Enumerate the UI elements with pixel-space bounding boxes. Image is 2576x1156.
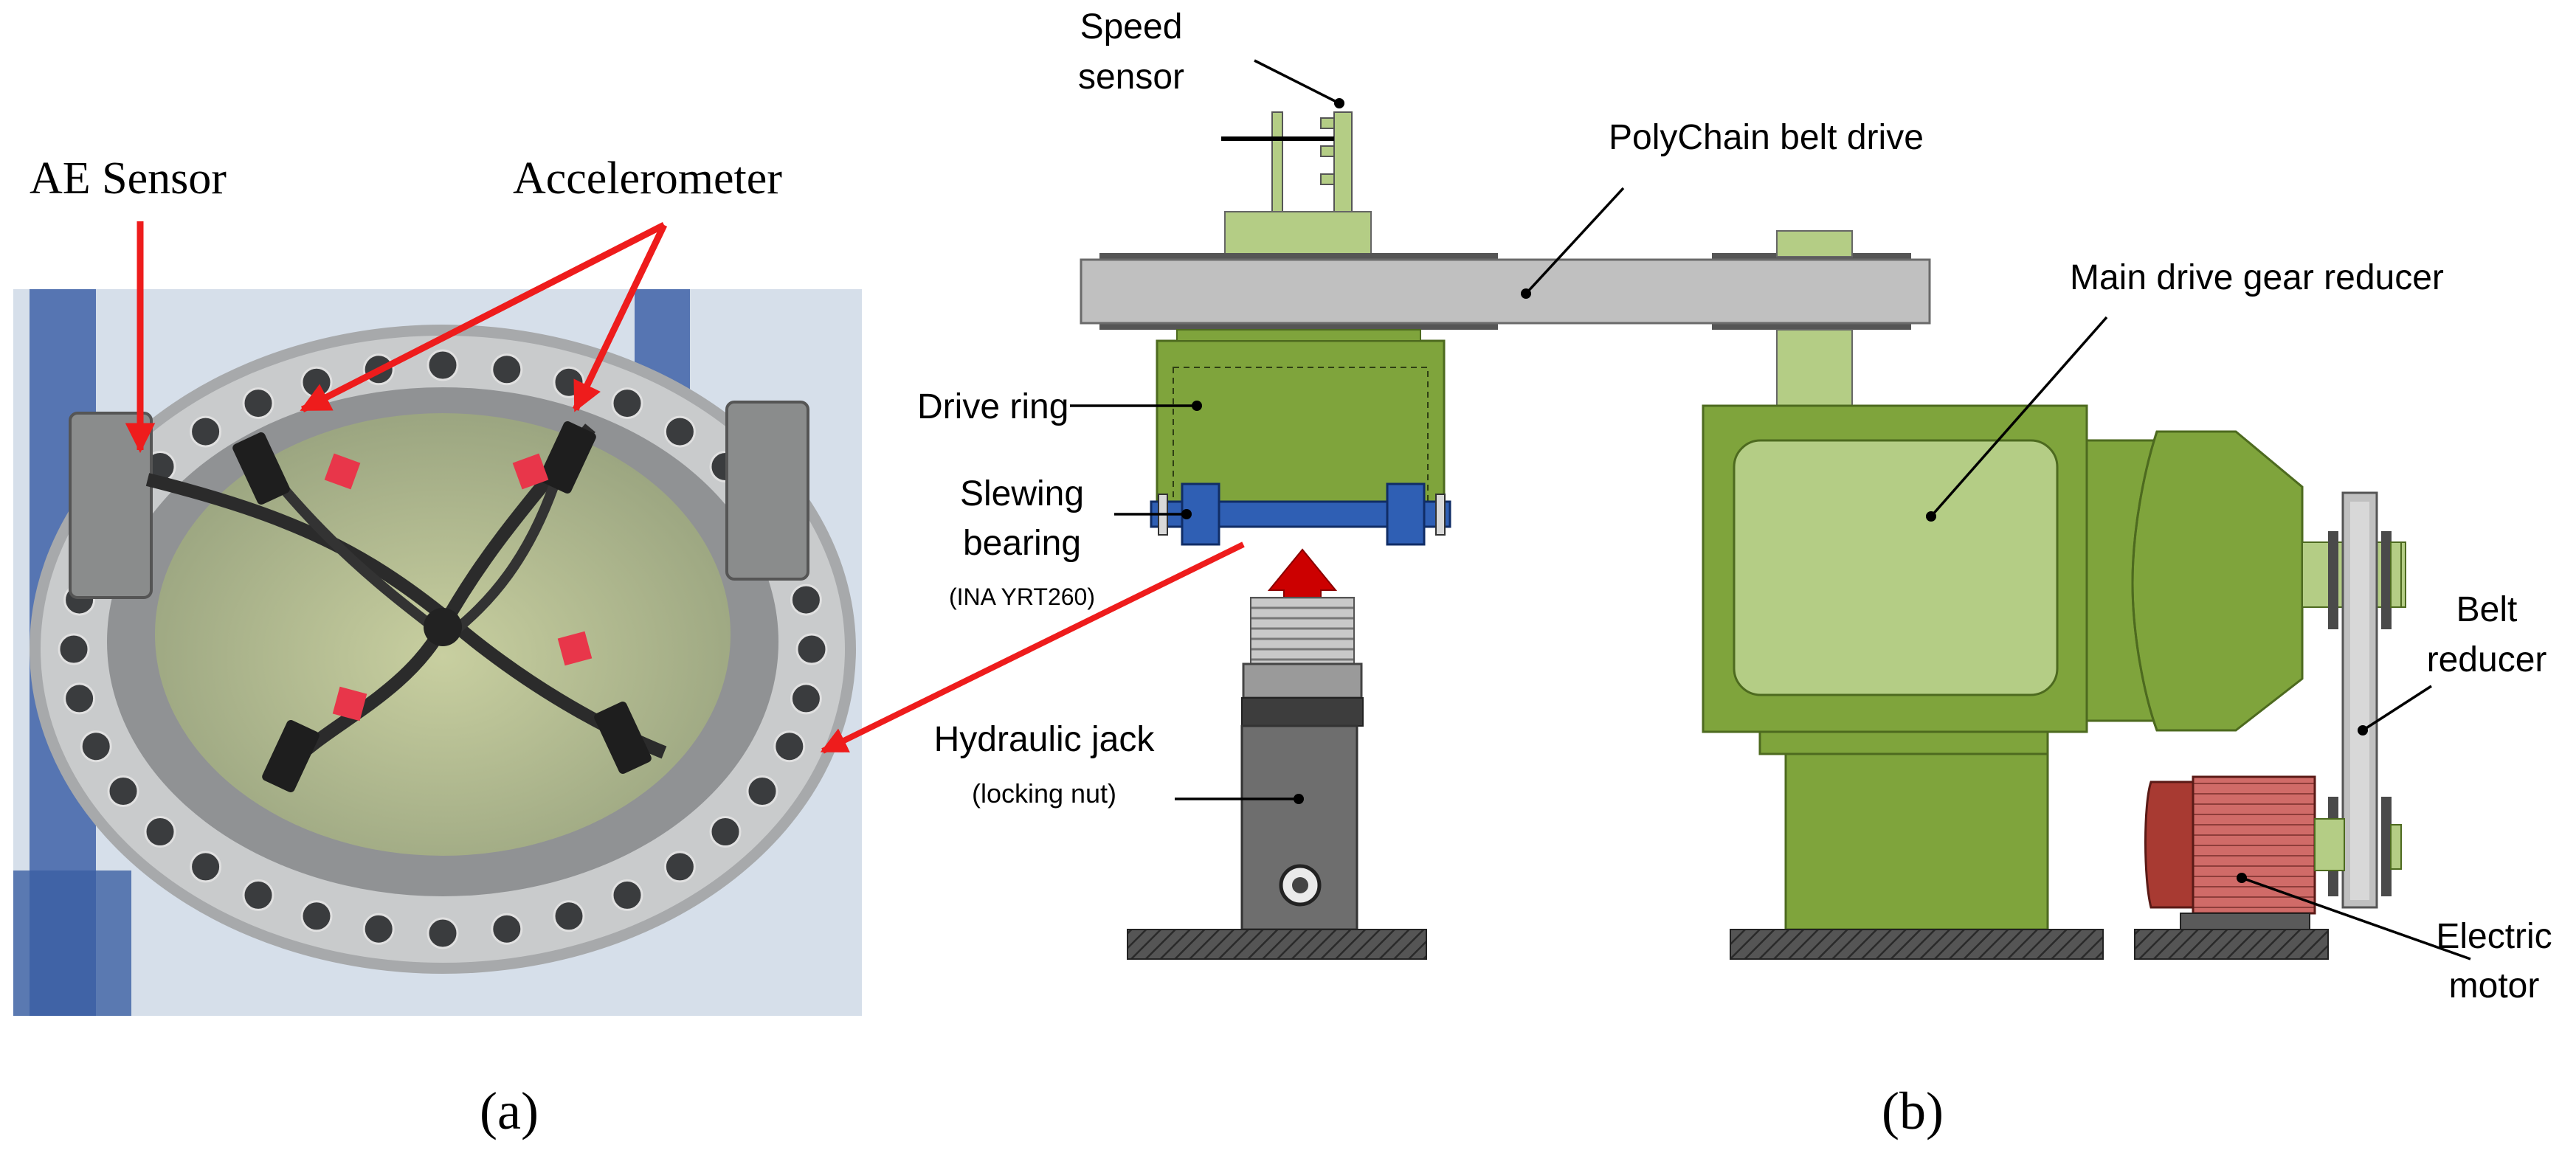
left-pulley-cap-bottom bbox=[1099, 322, 1498, 330]
panel-b: Speed sensor PolyChain belt drive Main d… bbox=[917, 7, 2552, 1141]
accelerometer-arrow-left bbox=[300, 221, 666, 413]
locking-nut-label: (locking nut) bbox=[972, 778, 1116, 809]
bolt-hole bbox=[663, 415, 696, 448]
slewing-model-label: (INA YRT260) bbox=[949, 584, 1095, 610]
belt-reducer-label-line1: Belt bbox=[2456, 590, 2518, 629]
bolt-hole bbox=[790, 584, 822, 616]
bolt-hole bbox=[553, 900, 585, 932]
bolt-hole bbox=[773, 730, 806, 763]
bolt-hole bbox=[491, 913, 523, 945]
speed-sensor bbox=[1221, 111, 1353, 212]
hydraulic-jack-label: Hydraulic jack bbox=[934, 720, 1156, 759]
accelerometer-arrow-right bbox=[572, 224, 668, 412]
bolt-hole bbox=[80, 730, 112, 763]
main-drive-gear-reducer bbox=[1702, 404, 2406, 931]
bolt-hole bbox=[553, 366, 585, 398]
right-pulley-cap-bottom bbox=[1712, 322, 1911, 330]
bolt-hole bbox=[427, 917, 459, 949]
hydraulic-jack bbox=[1240, 597, 1364, 931]
electric-motor-label-line1: Electric bbox=[2436, 917, 2552, 956]
bolt-hole bbox=[746, 775, 778, 807]
bolt-hole bbox=[795, 633, 828, 665]
ae-sensor-label: AE Sensor bbox=[30, 153, 227, 204]
bolt-hole bbox=[242, 387, 274, 420]
bolt-hole bbox=[190, 415, 222, 448]
electric-motor-label-line2: motor bbox=[2449, 966, 2540, 1006]
bolt-hole bbox=[362, 913, 395, 945]
speed-sensor-label-line1: Speed bbox=[1080, 7, 1183, 46]
right-shaft-bottom bbox=[1776, 329, 1853, 407]
bolt-hole bbox=[300, 900, 333, 932]
drive-ring-label: Drive ring bbox=[917, 387, 1068, 426]
belt-reducer-label-line2: reducer bbox=[2427, 640, 2547, 679]
speed-sensor-label-line2: sensor bbox=[1078, 58, 1184, 97]
bolt-hole bbox=[300, 366, 333, 398]
bolt-hole bbox=[190, 851, 222, 883]
upper-hub bbox=[1224, 211, 1372, 257]
panel-a: AE Sensor Accelerometer (a) bbox=[13, 153, 1245, 1141]
polychain-belt bbox=[1080, 258, 1931, 325]
bolt-hole bbox=[491, 353, 523, 386]
gearbox-base bbox=[1730, 929, 2104, 960]
bolt-hole bbox=[611, 387, 643, 420]
bearing-link-arrow bbox=[820, 541, 1245, 754]
accelerometer-label: Accelerometer bbox=[513, 153, 782, 204]
bolt-hole bbox=[790, 682, 822, 715]
bolt-hole bbox=[242, 879, 274, 911]
bolt-hole bbox=[63, 682, 96, 715]
panel-a-caption: (a) bbox=[480, 1081, 539, 1141]
main-drive-label: Main drive gear reducer bbox=[2070, 258, 2444, 297]
photo-test-rig bbox=[13, 289, 862, 1016]
drive-ring bbox=[1156, 339, 1446, 505]
right-shaft-top bbox=[1776, 230, 1853, 257]
leader-lines bbox=[1070, 59, 2471, 961]
belt-reducer bbox=[2328, 491, 2402, 909]
bolt-hole bbox=[107, 775, 139, 807]
slewing-label-line2: bearing bbox=[963, 524, 1081, 563]
bolt-hole bbox=[709, 816, 742, 848]
left-pulley-cap-top bbox=[1099, 253, 1498, 260]
polychain-label: PolyChain belt drive bbox=[1609, 118, 1924, 157]
bolt-hole bbox=[663, 851, 696, 883]
bolt-hole bbox=[611, 879, 643, 911]
bolt-hole bbox=[144, 816, 176, 848]
leader-dots bbox=[1181, 98, 2368, 883]
panel-b-caption: (b) bbox=[1882, 1081, 1944, 1141]
motor-base bbox=[2134, 929, 2329, 960]
bolt-hole bbox=[58, 633, 90, 665]
bolt-hole bbox=[427, 349, 459, 381]
electric-motor bbox=[2144, 775, 2345, 930]
jack-base bbox=[1127, 929, 1427, 960]
slewing-label-line1: Slewing bbox=[960, 474, 1084, 513]
